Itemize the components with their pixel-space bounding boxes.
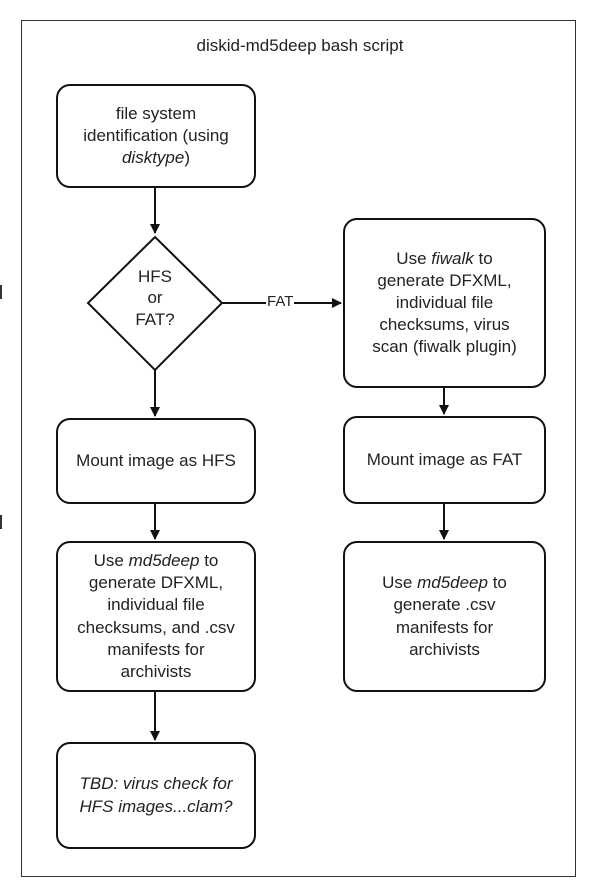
node-tbd-line1: TBD: virus check for [79,774,233,794]
node-md5-hfs-prefix: Use [93,551,129,571]
node-identify: file system identification (using diskty… [56,84,256,188]
node-md5-fat-suffix: to [487,573,507,593]
node-md5-fat-prefix: Use [382,573,418,593]
node-mount-fat: Mount image as FAT [343,416,546,504]
node-md5-hfs-line2: generate DFXML, [88,573,224,593]
node-md5-fat: Use md5deep to generate .csv manifests f… [343,541,546,692]
node-fiwalk-prefix: Use [396,248,432,268]
diagram-title: diskid-md5deep bash script [196,36,404,55]
node-md5-hfs-line6: archivists [120,661,192,681]
node-fiwalk-line4: checksums, virus [379,315,510,335]
node-tbd-line2: HFS images...clam? [79,796,233,816]
node-fiwalk-suffix: to [473,248,493,268]
node-decision-line3: FAT? [135,309,175,329]
node-decision-line2: or [147,288,163,308]
edge-mark-top [0,285,2,299]
edge-mark-bottom [0,515,2,529]
node-md5-fat-tool: md5deep [417,573,488,593]
node-fiwalk-line5: scan (fiwalk plugin) [372,337,517,357]
node-identify-tool: disktype [121,148,185,168]
node-md5-fat-line3: manifests for [395,617,494,637]
node-mount-hfs-text: Mount image as HFS [76,450,236,470]
node-mount-fat-text: Mount image as FAT [366,449,523,469]
node-fiwalk-line2: generate DFXML, [377,270,512,290]
node-tbd: TBD: virus check for HFS images...clam? [56,742,256,849]
node-identify-line1: file system [115,103,197,123]
node-md5-hfs-line3: individual file [107,595,205,615]
node-md5-hfs-line5: manifests for [107,639,205,659]
node-md5-hfs-tool: md5deep [128,551,200,571]
outer-frame [21,20,576,877]
node-fiwalk-line3: individual file [395,292,494,312]
edge-label-fat: FAT [266,293,295,310]
node-md5-fat-line4: archivists [409,639,480,659]
node-fiwalk: Use fiwalk to generate DFXML, individual… [343,218,546,388]
node-identify-suffix: ) [184,148,191,168]
node-decision-line1: HFS [138,267,172,286]
node-md5-hfs: Use md5deep to generate DFXML, individua… [56,541,256,692]
node-fiwalk-tool: fiwalk [431,248,474,268]
node-identify-line2: identification (using [83,125,229,145]
node-md5-fat-line2: generate .csv [393,595,496,615]
node-decision: HFS or FAT? [95,266,215,330]
node-mount-hfs: Mount image as HFS [56,418,256,504]
node-md5-hfs-suffix: to [199,551,219,571]
node-md5-hfs-line4: checksums, and .csv [77,617,235,637]
